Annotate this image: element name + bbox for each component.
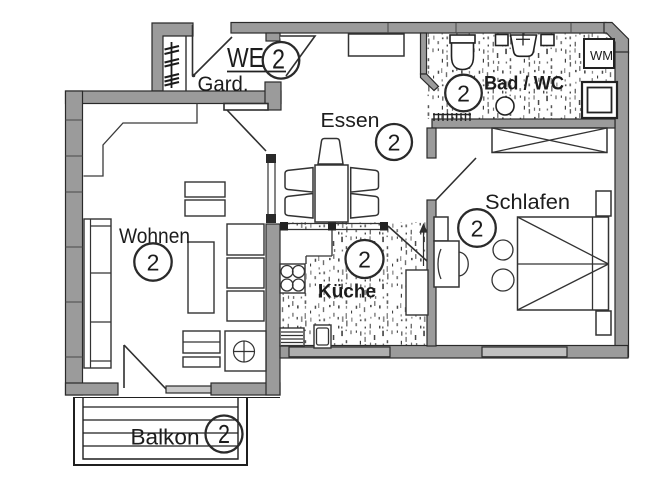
svg-text:2: 2: [218, 419, 230, 449]
svg-text:Schlafen: Schlafen: [485, 191, 570, 214]
svg-text:Balkon: Balkon: [131, 425, 200, 450]
svg-text:2: 2: [388, 129, 401, 155]
svg-text:2: 2: [147, 249, 160, 275]
svg-text:Küche: Küche: [318, 282, 376, 303]
svg-text:Gard.: Gard.: [198, 73, 249, 96]
svg-text:WE: WE: [227, 42, 264, 73]
svg-text:2: 2: [358, 246, 371, 272]
svg-text:2: 2: [457, 80, 470, 106]
svg-text:Essen: Essen: [321, 110, 380, 132]
svg-text:2: 2: [471, 215, 484, 241]
svg-text:2: 2: [272, 44, 285, 75]
svg-text:Bad / WC: Bad / WC: [484, 74, 564, 95]
svg-text:WM: WM: [590, 48, 613, 63]
svg-text:Wohnen: Wohnen: [119, 225, 190, 248]
